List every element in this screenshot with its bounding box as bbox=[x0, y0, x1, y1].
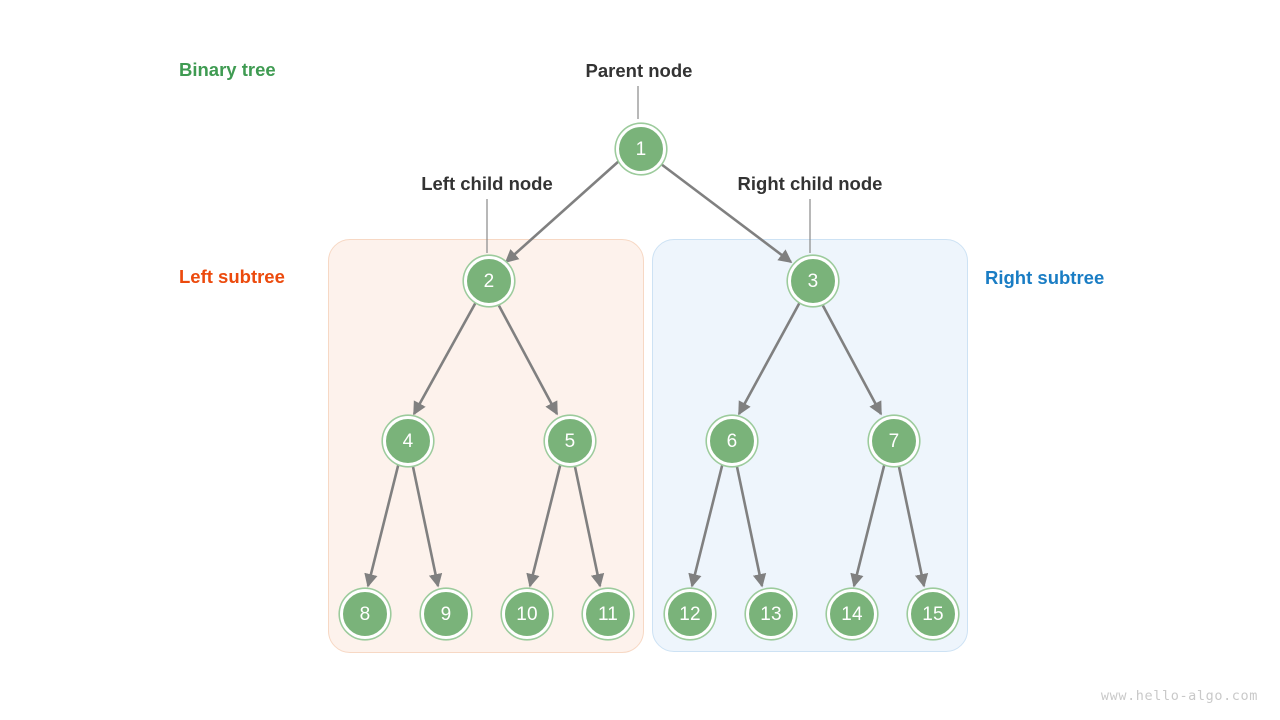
edge-1-3 bbox=[656, 159, 793, 264]
tree-node-5[interactable]: 5 bbox=[545, 416, 595, 466]
site-watermark: www.hello-algo.com bbox=[1100, 688, 1258, 704]
tree-node-8[interactable]: 8 bbox=[340, 589, 390, 639]
edge-4-9 bbox=[410, 461, 443, 588]
tree-node-4[interactable]: 4 bbox=[383, 416, 433, 466]
tree-node-9[interactable]: 9 bbox=[421, 589, 471, 639]
edge-5-11 bbox=[572, 461, 605, 588]
diagram-title: Binary tree bbox=[179, 59, 276, 80]
tree-node-15[interactable]: 15 bbox=[908, 589, 958, 639]
annotation-left-child-node: Left child node bbox=[421, 173, 553, 194]
edge-2-4 bbox=[412, 301, 478, 416]
annotation-left-subtree: Left subtree bbox=[179, 266, 285, 287]
annotation-parent-node: Parent node bbox=[585, 60, 693, 81]
edge-6-13 bbox=[734, 461, 767, 588]
tree-node-6[interactable]: 6 bbox=[707, 416, 757, 466]
tree-node-11[interactable]: 11 bbox=[583, 589, 633, 639]
edge-2-5 bbox=[495, 301, 559, 416]
tree-node-2[interactable]: 2 bbox=[464, 256, 514, 306]
edge-3-6 bbox=[737, 301, 802, 416]
annotation-leader-lines bbox=[486, 86, 811, 253]
edge-1-2 bbox=[504, 160, 620, 264]
tree-node-13[interactable]: 13 bbox=[746, 589, 796, 639]
annotation-right-child-node: Right child node bbox=[737, 173, 883, 194]
edge-3-7 bbox=[819, 301, 883, 416]
tree-node-3[interactable]: 3 bbox=[788, 256, 838, 306]
edge-5-10 bbox=[526, 461, 563, 588]
edge-4-8 bbox=[364, 461, 401, 588]
tree-node-1[interactable]: 1 bbox=[616, 124, 666, 174]
annotation-right-subtree: Right subtree bbox=[985, 267, 1105, 288]
tree-edge-group bbox=[364, 159, 929, 588]
tree-node-12[interactable]: 12 bbox=[665, 589, 715, 639]
edge-6-12 bbox=[688, 461, 725, 588]
tree-node-10[interactable]: 10 bbox=[502, 589, 552, 639]
tree-node-7[interactable]: 7 bbox=[869, 416, 919, 466]
tree-node-14[interactable]: 14 bbox=[827, 589, 877, 639]
edge-7-14 bbox=[850, 461, 887, 588]
edge-7-15 bbox=[896, 461, 929, 588]
